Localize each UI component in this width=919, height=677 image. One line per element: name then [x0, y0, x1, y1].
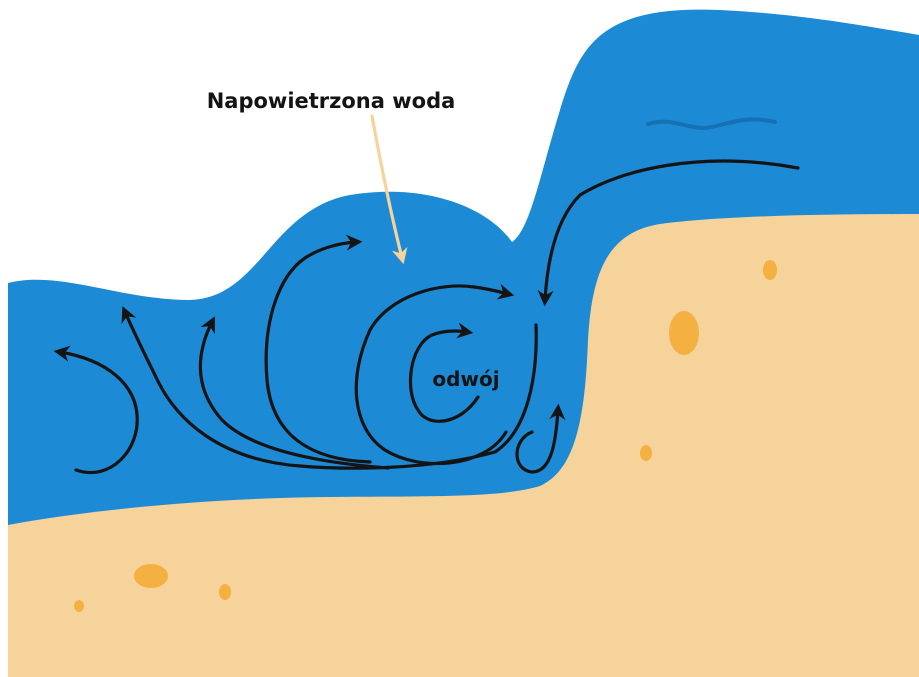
pebble	[669, 311, 699, 355]
pebble	[219, 584, 231, 600]
pebble	[763, 260, 777, 280]
pebble	[74, 600, 84, 612]
pebble	[134, 564, 168, 588]
eddy-label: odwój	[432, 367, 499, 391]
aerated-water-label: Napowietrzona woda	[207, 89, 456, 113]
pebble	[640, 445, 652, 461]
